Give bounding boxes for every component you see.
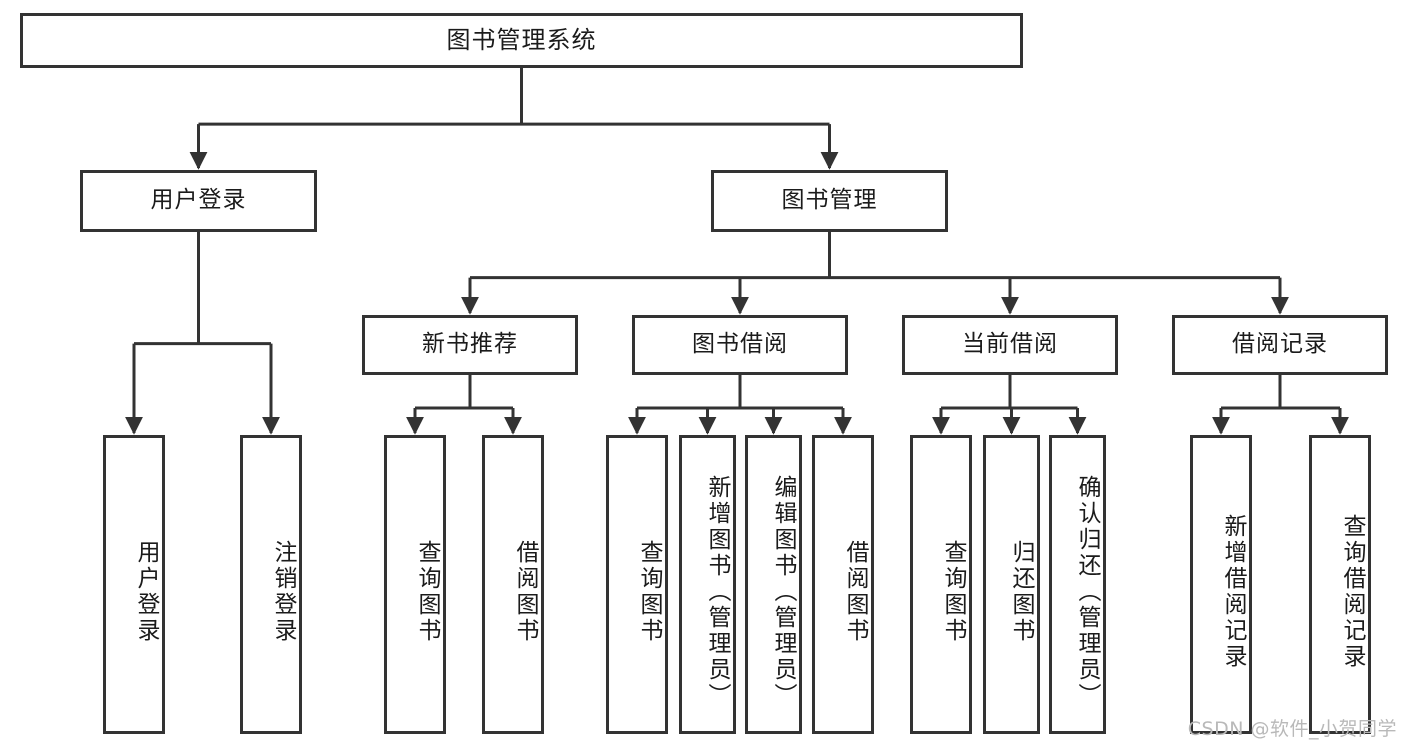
node-new-book-rec[interactable]: 新书推荐: [362, 315, 578, 375]
node-leaf-add-book[interactable]: 新增图书（管理员）: [679, 435, 736, 734]
node-leaf-query-book-2[interactable]: 查询图书: [606, 435, 668, 734]
watermark: CSDN @软件_小贺同学: [1187, 718, 1397, 740]
node-borrow-record[interactable]: 借阅记录: [1172, 315, 1388, 375]
node-leaf-edit-book[interactable]: 编辑图书（管理员）: [745, 435, 802, 734]
node-leaf-borrow-book-1[interactable]: 借阅图书: [482, 435, 544, 734]
node-book-borrow[interactable]: 图书借阅: [632, 315, 848, 375]
node-leaf-query-record[interactable]: 查询借阅记录: [1309, 435, 1371, 734]
node-leaf-add-record[interactable]: 新增借阅记录: [1190, 435, 1252, 734]
node-leaf-user-logout[interactable]: 注销登录: [240, 435, 302, 734]
node-current-borrow[interactable]: 当前借阅: [902, 315, 1118, 375]
node-leaf-query-book-3[interactable]: 查询图书: [910, 435, 972, 734]
node-leaf-confirm-return[interactable]: 确认归还（管理员）: [1049, 435, 1106, 734]
node-leaf-user-login[interactable]: 用户登录: [103, 435, 165, 734]
node-user-login[interactable]: 用户登录: [80, 170, 317, 232]
node-leaf-query-book-1[interactable]: 查询图书: [384, 435, 446, 734]
node-root[interactable]: 图书管理系统: [20, 13, 1023, 68]
node-leaf-return-book[interactable]: 归还图书: [983, 435, 1040, 734]
node-leaf-borrow-book-2[interactable]: 借阅图书: [812, 435, 874, 734]
node-book-manage[interactable]: 图书管理: [711, 170, 948, 232]
